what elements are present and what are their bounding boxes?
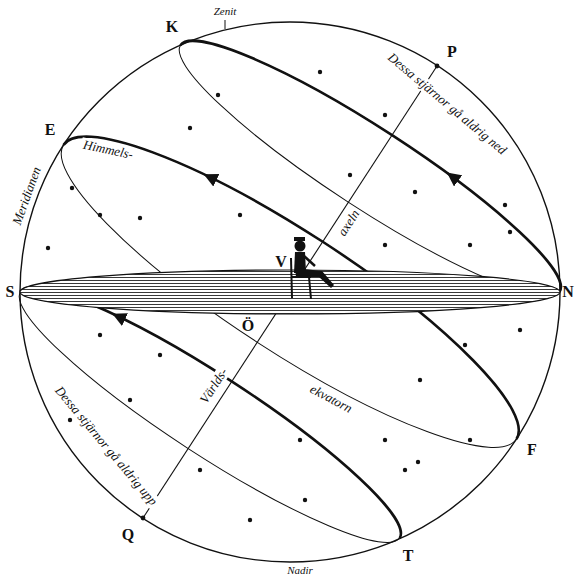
upper-parallel-front [180,41,560,292]
point-letter: E [45,121,56,139]
nadir-label: Nadir [287,564,313,576]
point-letter: V [275,253,287,271]
meridian-label: Meridianen [9,163,45,229]
observer [291,237,334,299]
axis-label: axeln [334,206,364,241]
equator-label: Himmels- [80,137,136,162]
point-letter: T [403,547,414,565]
rotation-arrow [114,314,125,319]
point-letter: N [562,283,574,301]
zenith-label: Zenit [214,5,237,17]
point-letter: Q [122,526,134,544]
pole-point [435,64,440,69]
point-letter: P [447,43,457,61]
point-letter: Ö [242,317,254,335]
point-letter: K [166,18,178,36]
rotation-arrow [448,173,458,180]
zenith-tick [225,20,226,29]
rotation-arrow [205,175,216,180]
axis-label: Världs- [196,364,231,408]
point-letter: S [6,283,15,301]
meridian-circle [20,22,560,562]
arc-note: Dessa stjärnor gå aldrig upp [51,382,162,510]
point-letter: F [527,441,537,459]
horizon-plane [20,270,560,314]
lower-parallel-front [20,287,400,538]
horizon-ground [20,270,560,314]
pole-point [141,516,146,521]
